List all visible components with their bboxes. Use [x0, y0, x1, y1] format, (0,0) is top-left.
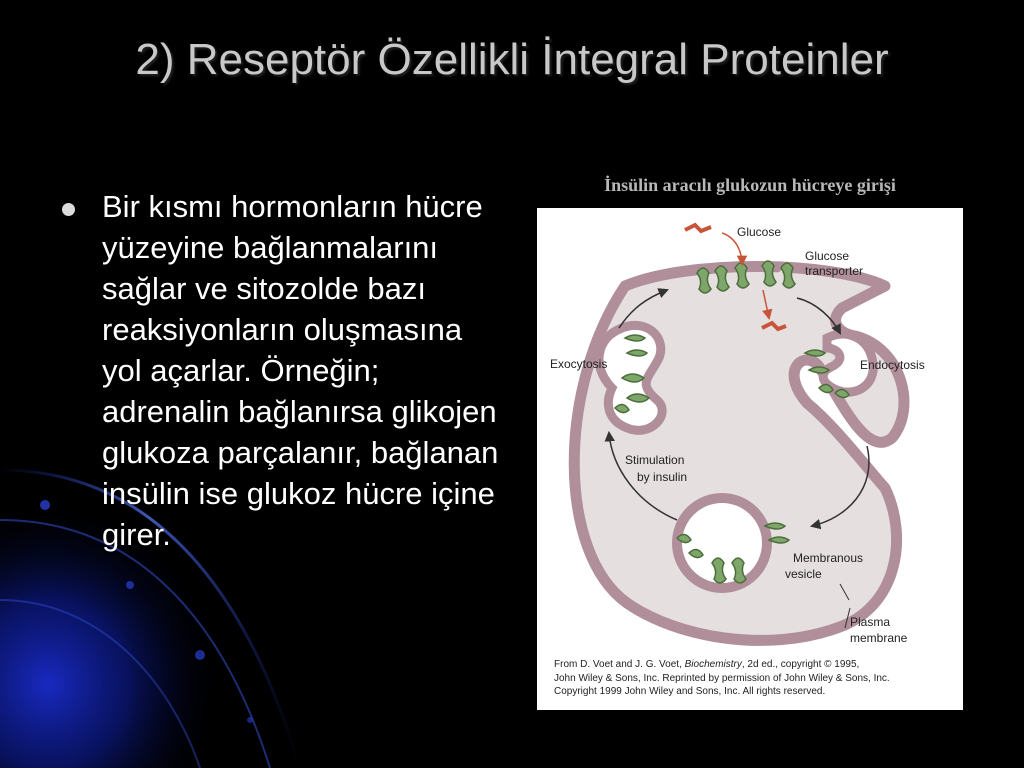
stimulation-arrow	[604, 430, 678, 521]
endocytosis-arrow	[796, 297, 841, 335]
plasma-membrane-label-2: membrane	[850, 631, 908, 645]
glucose-arrow	[721, 232, 748, 267]
membranous-vesicle-label-1: Membranous	[793, 551, 863, 565]
glucose-transport-diagram: Glucose Glucose transporter Exocytosis E…	[537, 208, 963, 710]
stimulation-label-1: Stimulation	[625, 453, 684, 467]
credit-line1-suffix: , 2d ed., copyright © 1995,	[741, 659, 860, 670]
credit-line2: John Wiley & Sons, Inc. Reprinted by per…	[554, 672, 890, 684]
bullet-dot-icon	[62, 203, 75, 216]
figure-credit: From D. Voet and J. G. Voet, Biochemistr…	[554, 658, 954, 699]
endocytosis-invagination	[818, 329, 878, 397]
credit-book-title: Biochemistry	[684, 659, 742, 670]
figure-caption: İnsülin aracılı glukozun hücreye girişi	[604, 175, 896, 195]
credit-line1-prefix: From D. Voet and J. G. Voet,	[554, 659, 685, 670]
bullet-item-text: Bir kısmı hormonların hücre yüzeyine bağ…	[102, 189, 499, 552]
diagram-drawing: Glucose Glucose transporter Exocytosis E…	[550, 222, 925, 646]
exocytosis-arrow	[618, 288, 669, 329]
glucose-molecule-in	[761, 320, 787, 332]
endocytosis-label: Endocytosis	[860, 358, 925, 372]
glucose-entry-arrow	[762, 289, 773, 321]
slide-title: 2) Reseptör Özellikli İntegral Proteinle…	[135, 35, 889, 84]
exocytosis-label: Exocytosis	[550, 357, 607, 371]
recycling-arrow	[809, 445, 870, 530]
transporter-group	[613, 260, 850, 584]
stimulation-label-2: by insulin	[637, 470, 687, 484]
membranous-vesicle	[672, 493, 772, 593]
credit-line3: Copyright 1999 John Wiley and Sons, Inc.…	[554, 686, 826, 697]
glucose-molecule	[684, 222, 712, 234]
plasma-membrane-label-1: Plasma	[850, 615, 890, 629]
glucose-transporter-label-2: transporter	[805, 264, 863, 278]
glucose-transporter-label-1: Glucose	[805, 249, 849, 263]
membranous-vesicle-label-2: vesicle	[785, 567, 822, 581]
glucose-label: Glucose	[737, 225, 781, 239]
